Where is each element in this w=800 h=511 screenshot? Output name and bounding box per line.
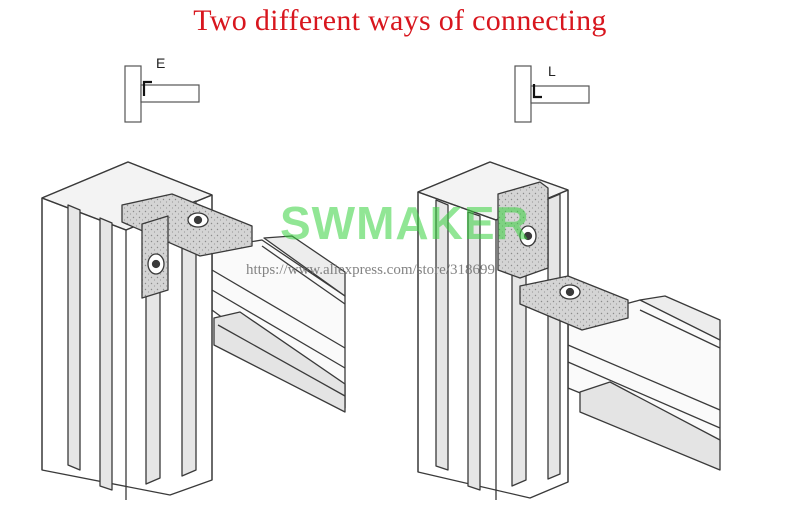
schematic-l-label: L bbox=[548, 63, 556, 79]
illustration-l-beam bbox=[567, 295, 721, 471]
illustration-e-bracket bbox=[121, 193, 253, 299]
illustration-e-beam bbox=[211, 235, 346, 413]
illustration-l bbox=[417, 161, 721, 500]
schematic-e-post bbox=[124, 65, 142, 123]
page-title: Two different ways of connecting bbox=[193, 4, 607, 37]
schematic-l-bracket bbox=[532, 84, 542, 99]
schematic-e-beam bbox=[140, 84, 200, 103]
schematic-e: E bbox=[124, 55, 200, 123]
schematic-e-label: E bbox=[156, 55, 165, 71]
schematic-l-beam bbox=[530, 85, 590, 104]
schematic-l: L bbox=[514, 63, 590, 123]
illustration-e bbox=[41, 161, 346, 500]
illustration-l-bracket bbox=[497, 181, 629, 331]
schematic-l-post bbox=[514, 65, 532, 123]
schematic-e-bracket bbox=[142, 80, 152, 96]
